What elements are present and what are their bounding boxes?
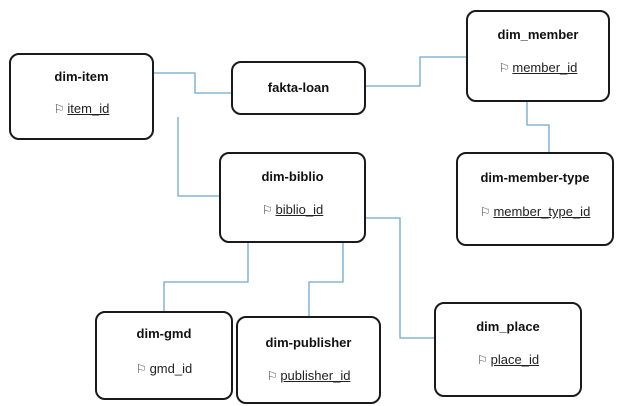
entity-key-row: ⚐publisher_id bbox=[238, 368, 379, 383]
entity-key: member_id bbox=[512, 60, 578, 75]
entity-title: dim-member-type bbox=[480, 170, 590, 185]
entity-key: place_id bbox=[490, 352, 540, 367]
entity-title: dim-item bbox=[54, 69, 109, 84]
entity-key-row: ⚐place_id bbox=[436, 352, 580, 367]
flag-icon: ⚐ bbox=[53, 102, 65, 116]
entity-key-row: ⚐item_id bbox=[11, 101, 152, 116]
entity-dim-place[interactable]: dim_place ⚐place_id bbox=[434, 302, 582, 397]
edge-biblio-place bbox=[365, 217, 435, 339]
flag-icon: ⚐ bbox=[498, 61, 510, 75]
entity-title: fakta-loan bbox=[267, 80, 330, 95]
edge-member-membertype bbox=[526, 100, 550, 153]
entity-key: publisher_id bbox=[280, 368, 351, 383]
edge-biblio-gmd bbox=[163, 242, 249, 312]
entity-title: dim-biblio bbox=[261, 169, 324, 184]
entity-key-row: ⚐biblio_id bbox=[221, 202, 364, 217]
entity-key: member_type_id bbox=[493, 204, 591, 219]
entity-dim-biblio[interactable]: dim-biblio ⚐biblio_id bbox=[219, 152, 366, 243]
entity-dim-member[interactable]: dim_member ⚐member_id bbox=[466, 10, 610, 102]
entity-dim-gmd[interactable]: dim-gmd ⚐gmd_id bbox=[95, 311, 233, 400]
entity-title: dim-gmd bbox=[136, 326, 192, 341]
entity-key-row: ⚐gmd_id bbox=[97, 361, 231, 376]
flag-icon: ⚐ bbox=[476, 353, 488, 367]
entity-title: dim_member bbox=[497, 27, 579, 42]
flag-icon: ⚐ bbox=[261, 203, 273, 217]
flag-icon: ⚐ bbox=[479, 205, 491, 219]
entity-title: dim-publisher bbox=[265, 335, 352, 350]
flag-icon: ⚐ bbox=[135, 362, 147, 376]
entity-key: item_id bbox=[67, 101, 110, 116]
entity-dim-publisher[interactable]: dim-publisher ⚐publisher_id bbox=[236, 316, 381, 404]
edge-biblio-publisher bbox=[308, 242, 344, 317]
edge-loan-member bbox=[365, 56, 467, 87]
flag-icon: ⚐ bbox=[266, 369, 278, 383]
entity-key-row: ⚐member_id bbox=[468, 60, 608, 75]
entity-dim-item[interactable]: dim-item ⚐item_id bbox=[9, 53, 154, 140]
entity-key: biblio_id bbox=[275, 202, 324, 217]
entity-dim-member-type[interactable]: dim-member-type ⚐member_type_id bbox=[456, 152, 614, 246]
entity-key-row: ⚐member_type_id bbox=[458, 204, 612, 219]
edge-item-loan bbox=[153, 72, 232, 94]
edge-item-biblio bbox=[177, 117, 220, 197]
entity-key: gmd_id bbox=[149, 361, 193, 376]
entity-fakta-loan[interactable]: fakta-loan bbox=[231, 61, 366, 115]
entity-title: dim_place bbox=[476, 319, 540, 334]
